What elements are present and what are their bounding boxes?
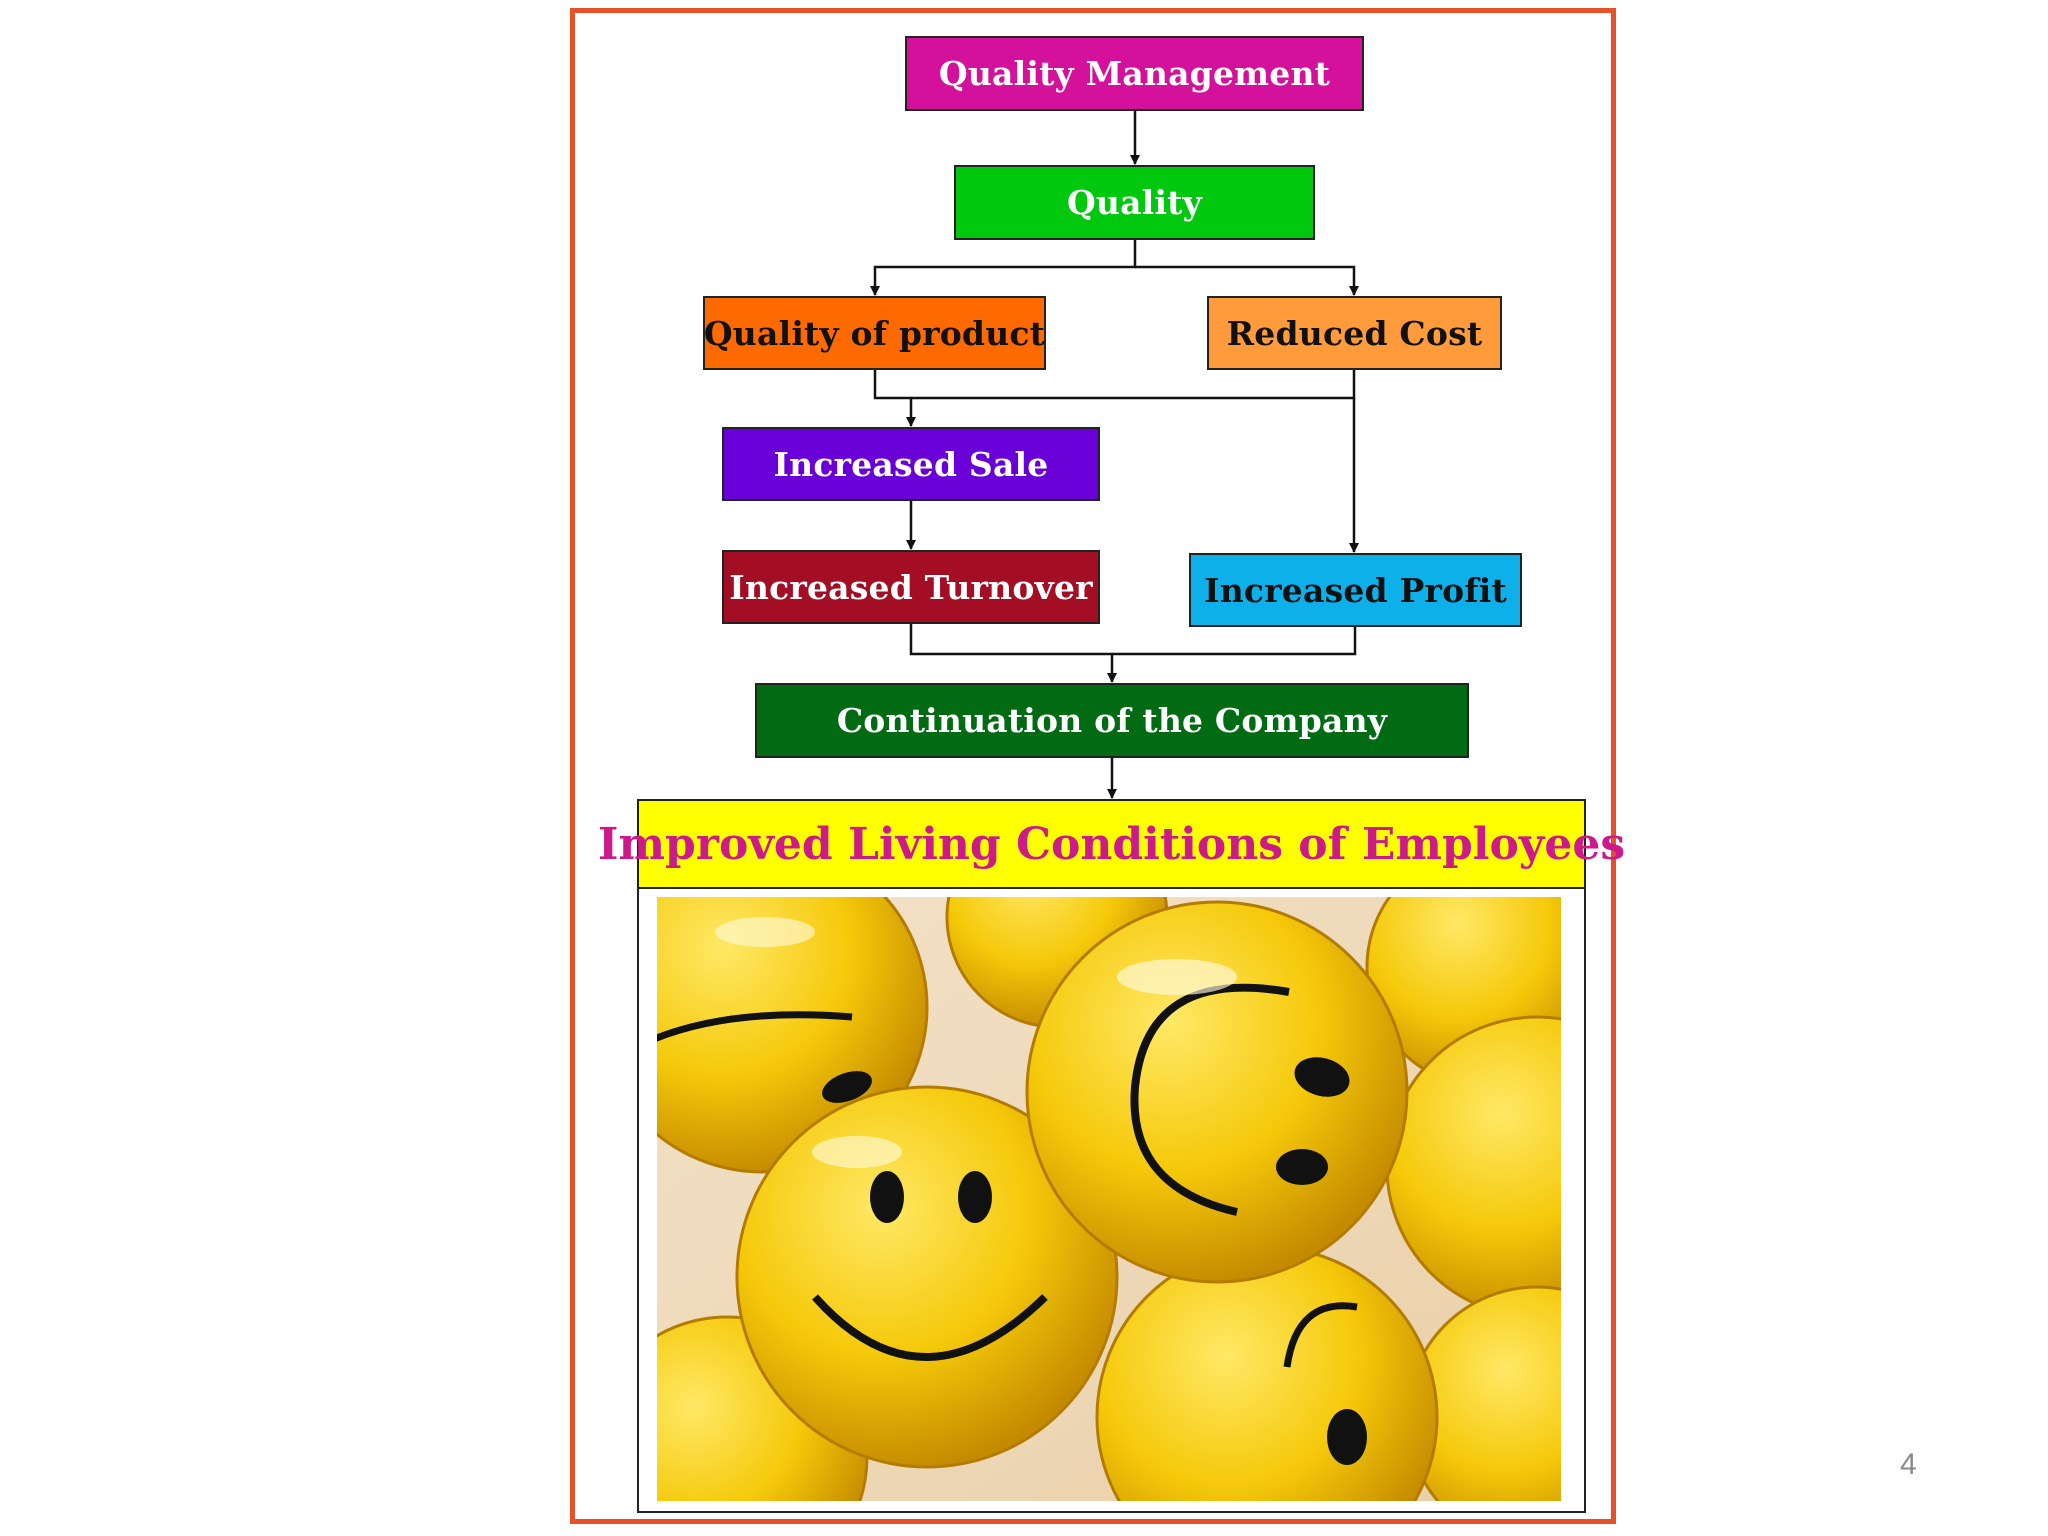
smiley-balls-photo xyxy=(657,897,1561,1501)
node-label: Quality of product xyxy=(703,313,1046,353)
outcome-banner: Improved Living Conditions of Employees xyxy=(598,801,1625,889)
node-label: Continuation of the Company xyxy=(836,701,1388,740)
edge-increased-profit-to-continuation xyxy=(1112,627,1357,656)
node-continuation-of-company: Continuation of the Company xyxy=(755,683,1469,758)
edge-reduced-cost-to-increased-sale xyxy=(911,370,1356,400)
slide-frame xyxy=(570,8,1616,1524)
node-label: Quality Management xyxy=(938,54,1331,93)
edge-quality-to-quality-of-product xyxy=(870,240,1137,296)
node-increased-turnover: Increased Turnover xyxy=(722,550,1100,624)
edge-quality-to-reduced-cost xyxy=(1135,265,1359,296)
node-reduced-cost: Reduced Cost xyxy=(1207,296,1502,370)
node-label: Increased Profit xyxy=(1204,570,1507,610)
outcome-label: Improved Living Conditions of Employees xyxy=(597,818,1626,870)
node-quality-management: Quality Management xyxy=(905,36,1364,111)
edge-increased-turnover-to-continuation xyxy=(909,624,1117,683)
node-increased-sale: Increased Sale xyxy=(722,427,1100,501)
node-increased-profit: Increased Profit xyxy=(1189,553,1522,627)
node-label: Quality xyxy=(1066,183,1202,222)
node-label: Reduced Cost xyxy=(1226,313,1483,353)
page-number: 4 xyxy=(1900,1448,1917,1481)
node-label: Increased Turnover xyxy=(729,567,1093,607)
edge-quality-of-product-to-increased-sale xyxy=(873,370,916,427)
node-quality: Quality xyxy=(954,165,1315,240)
node-quality-of-product: Quality of product xyxy=(703,296,1046,370)
outcome-panel: Improved Living Conditions of Employees xyxy=(598,799,1625,1513)
node-label: Increased Sale xyxy=(773,444,1049,484)
